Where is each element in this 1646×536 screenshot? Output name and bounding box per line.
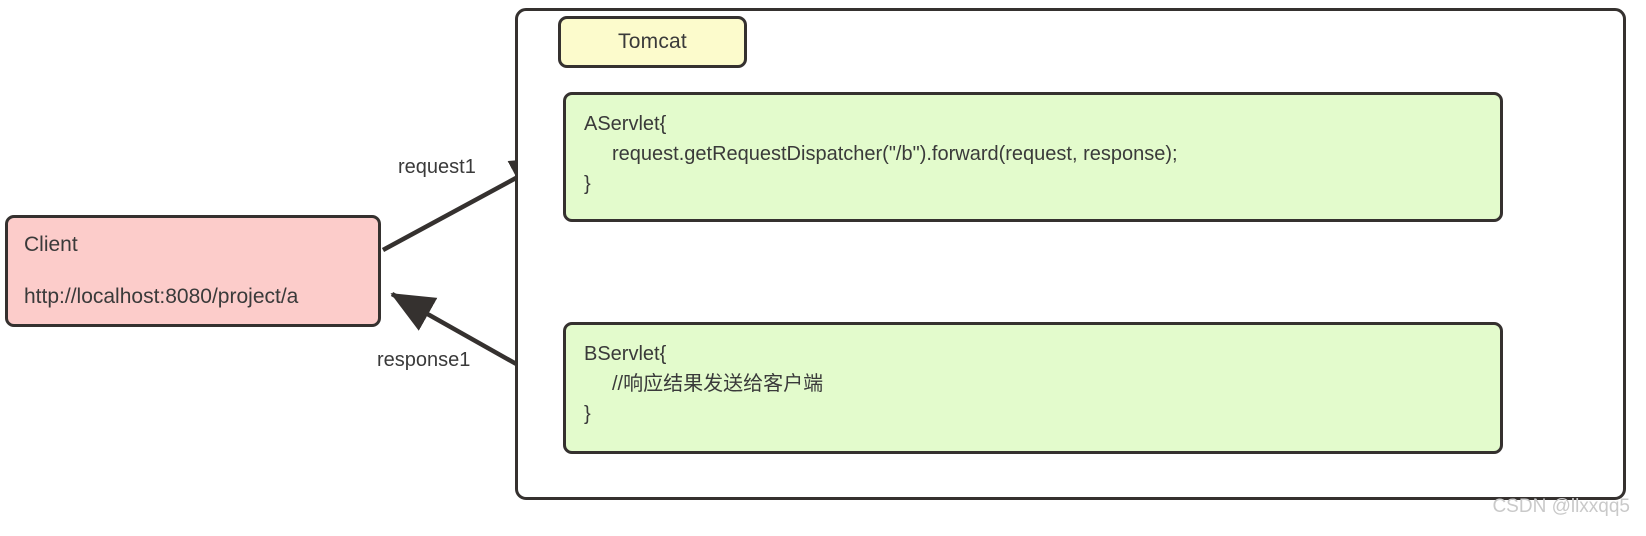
response-arrow-label: response1 [377,349,471,371]
aservlet-line-2: request.getRequestDispatcher("/b").forwa… [612,143,1178,165]
aservlet-node: AServlet{ request.getRequestDispatcher("… [563,92,1503,222]
tomcat-label: Tomcat [618,30,687,53]
bservlet-line-3: } [584,403,591,425]
client-node: Client http://localhost:8080/project/a [5,215,381,327]
aservlet-line-1: AServlet{ [584,113,667,135]
aservlet-line-3: } [584,173,591,195]
client-url: http://localhost:8080/project/a [24,285,299,308]
request-arrow-label: request1 [398,156,476,178]
bservlet-line-2: //响应结果发送给客户端 [612,373,824,395]
bservlet-node: BServlet{ //响应结果发送给客户端 } [563,322,1503,454]
bservlet-line-1: BServlet{ [584,343,667,365]
client-title: Client [24,233,78,256]
watermark-text: CSDN @llxxqq5 [1492,496,1630,517]
tomcat-label-node: Tomcat [558,16,747,68]
